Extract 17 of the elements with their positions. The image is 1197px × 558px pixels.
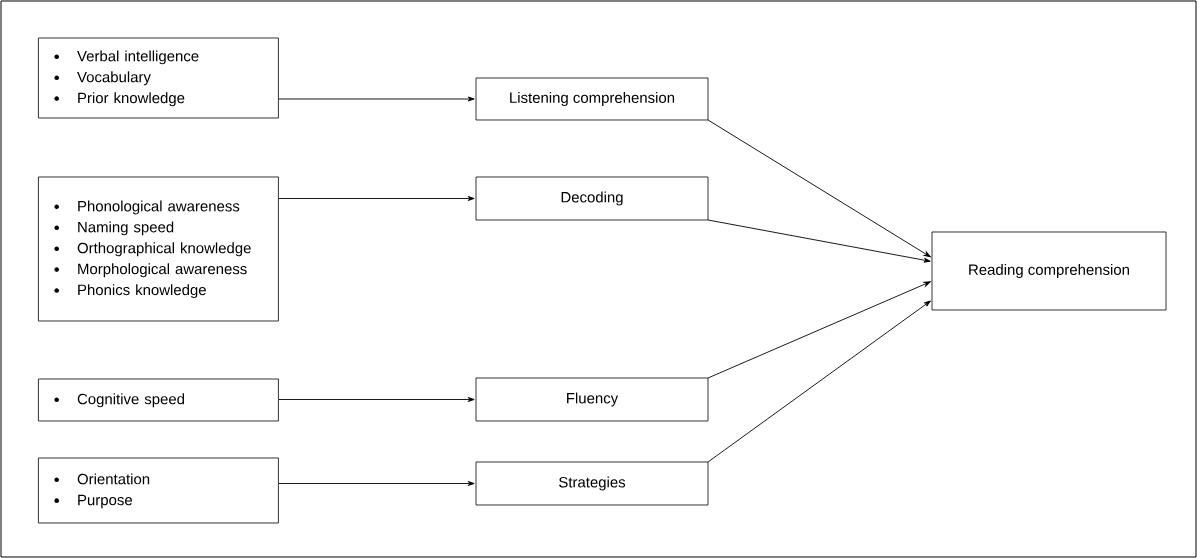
bullet-list-box: Cognitive speed bbox=[38, 378, 279, 422]
process-box: Reading comprehension bbox=[931, 231, 1167, 311]
process-box: Fluency bbox=[475, 377, 709, 422]
arrow bbox=[278, 196, 475, 201]
arrow bbox=[278, 397, 475, 402]
bullet-list-box: Orientation Purpose bbox=[38, 457, 279, 524]
process-box: Listening comprehension bbox=[475, 77, 709, 121]
arrow bbox=[278, 481, 475, 486]
arrow bbox=[707, 119, 931, 258]
arrow bbox=[707, 281, 931, 379]
bullet-list-box: Phonological awareness Naming speed Orthographical knowledge Morphological awareness Phonics knowledge bbox=[38, 176, 279, 322]
process-box: Strategies bbox=[475, 461, 709, 506]
arrow bbox=[707, 300, 931, 463]
process-box: Decoding bbox=[475, 176, 709, 221]
bullet-list-box: Verbal intelligence Vocabulary Prior knowledge bbox=[38, 37, 279, 119]
arrow bbox=[707, 219, 931, 263]
arrow bbox=[278, 96, 475, 102]
